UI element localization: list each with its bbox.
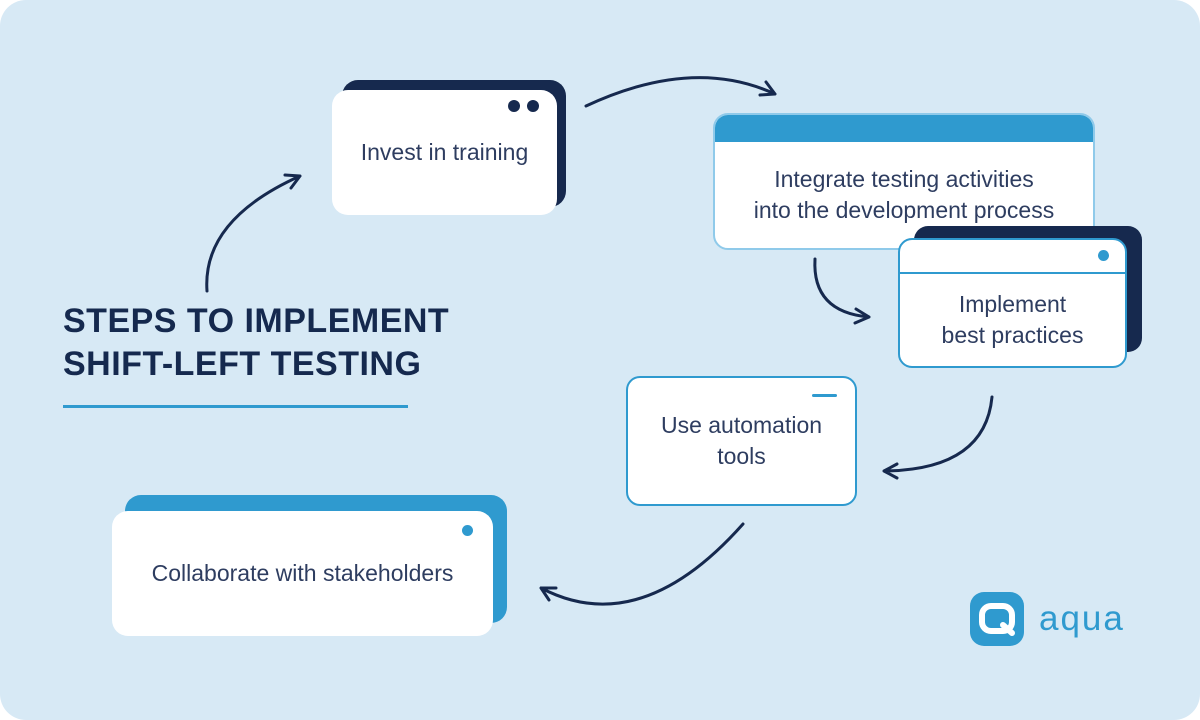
arrow-step3-to-step4 <box>882 395 994 480</box>
step1-label: Invest in training <box>360 139 529 165</box>
step5-label: Collaborate with stakeholders <box>151 560 454 586</box>
window-dot-icon <box>462 525 473 536</box>
page-title-line-1: STEPS TO IMPLEMENT <box>63 302 450 340</box>
title-block: STEPS TO IMPLEMENT SHIFT-LEFT TESTING <box>63 300 463 408</box>
window-dot-icon <box>527 100 539 112</box>
window-dots-icon <box>508 100 539 112</box>
step2-label: Integrate testing activities into the de… <box>753 166 1055 223</box>
arrow-step2-to-step3 <box>813 257 871 325</box>
window-minimize-icon <box>812 394 837 397</box>
aqua-logo-text: aqua <box>1039 599 1125 638</box>
step3-card-header-bar <box>900 240 1125 274</box>
aqua-logo: aqua <box>970 592 1125 646</box>
step1-card: Invest in training <box>332 90 557 215</box>
step3-label: Implement best practices <box>941 291 1084 348</box>
step4-card: Use automation tools <box>626 376 857 506</box>
step2-card-header-bar <box>715 115 1093 142</box>
page-title-line-2: SHIFT-LEFT TESTING <box>63 345 422 383</box>
step3-card: Implement best practices <box>898 238 1127 368</box>
arrow-title-to-step1 <box>205 173 302 293</box>
aqua-q-icon <box>970 592 1024 646</box>
window-dot-icon <box>1098 250 1109 261</box>
title-underline <box>63 405 408 408</box>
arrow-step4-to-step5 <box>539 522 745 606</box>
step5-card: Collaborate with stakeholders <box>112 511 493 636</box>
arrow-step1-to-step2 <box>584 76 777 108</box>
step4-label: Use automation tools <box>660 412 823 469</box>
window-dot-icon <box>508 100 520 112</box>
